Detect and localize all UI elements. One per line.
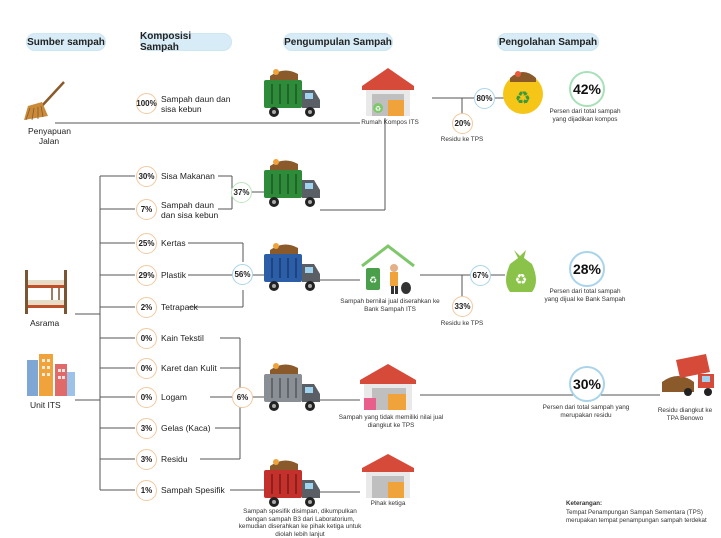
composition-pct: 25% — [136, 233, 157, 254]
header-source: Sumber sampah — [26, 33, 106, 51]
bunk-bed-icon — [25, 270, 67, 314]
result-compost-desc: Persen dari total sampah yang dijadikan … — [549, 108, 621, 123]
header-collection: Pengumpulan Sampah — [283, 33, 393, 51]
split-compost-main: 80% — [474, 88, 495, 109]
composition-label: Logam — [161, 392, 187, 402]
tpa-label: Residu diangkut ke TPA Benowo — [657, 407, 713, 422]
truck-blue-icon — [264, 243, 320, 291]
composition-pct: 30% — [136, 166, 157, 187]
truck-green-icon — [264, 159, 320, 207]
group-recyclable-pct: 56% — [232, 264, 253, 285]
composition-pct: 7% — [136, 199, 157, 220]
bank-residu-label: Residu ke TPS — [440, 320, 484, 327]
composition-label: Sampah Spesifik — [161, 485, 225, 495]
result-compost-pct: 42% — [569, 71, 605, 107]
composition-label: Kain Tekstil — [161, 333, 204, 343]
truck-red-icon — [264, 459, 320, 507]
composition-label: Kertas — [161, 238, 186, 248]
split-compost-residu: 20% — [452, 113, 473, 134]
composition-label: Sampah daun dan sisa kebun — [161, 200, 219, 220]
compost-bin-icon: ♻ — [503, 71, 543, 114]
truck-green-icon — [264, 69, 320, 117]
truck-gray-icon — [264, 363, 320, 411]
composition-label: Karet dan Kulit — [161, 363, 217, 373]
specific-note: Sampah spesifik disimpan, dikumpulkan de… — [238, 508, 362, 538]
group-other-pct: 6% — [232, 387, 253, 408]
composition-label: Tetrapack — [161, 302, 198, 312]
svg-text:♻: ♻ — [515, 88, 531, 109]
source-street-label: Penyapuan Jalan — [28, 126, 72, 146]
composition-pct: 29% — [136, 265, 157, 286]
dump-truck-icon — [662, 354, 714, 396]
group-organic-pct: 37% — [231, 182, 252, 203]
composition-label: Sampah daun dan sisa kebun — [161, 94, 231, 114]
composition-pct: 1% — [136, 480, 157, 501]
bank-sampah-icon: ♻ — [361, 244, 415, 294]
composition-label: Gelas (Kaca) — [161, 423, 211, 433]
compost-residu-label: Residu ke TPS — [440, 136, 484, 143]
result-residu-pct: 30% — [569, 366, 605, 402]
header-processing: Pengolahan Sampah — [497, 33, 599, 51]
result-sold-pct: 28% — [569, 251, 605, 287]
legend-title: Keterangan: — [566, 500, 603, 507]
composition-pct: 2% — [136, 297, 157, 318]
tps-house-icon — [360, 364, 416, 410]
composition-label: Residu — [161, 454, 188, 464]
facility-third-party-label: Pihak ketiga — [370, 500, 406, 507]
result-sold-desc: Persen dari total sampah yang dijual ke … — [544, 288, 626, 303]
composition-pct: 0% — [136, 328, 157, 349]
svg-text:♻: ♻ — [515, 272, 528, 288]
composition-label: Plastik — [161, 270, 187, 280]
composition-pct: 3% — [136, 418, 157, 439]
compost-house-icon: ♻ — [362, 68, 414, 116]
composition-pct: 0% — [136, 358, 157, 379]
svg-text:♻: ♻ — [369, 276, 377, 286]
composition-pct: 0% — [136, 387, 157, 408]
source-dorm-label: Asrama — [30, 318, 60, 328]
facility-compost-label: Rumah Kompos ITS — [361, 119, 419, 126]
recycle-bag-icon: ♻ — [506, 250, 536, 292]
svg-text:♻: ♻ — [375, 105, 381, 113]
facility-bank-label: Sampah bernilai jual diserahkan ke Bank … — [340, 298, 440, 313]
composition-pct: 3% — [136, 449, 157, 470]
header-composition: Komposisi Sampah — [140, 31, 232, 53]
result-residu-desc: Persen dari total sampah yang merupakan … — [542, 404, 630, 419]
composition-pct: 100% — [136, 93, 157, 114]
third-party-house-icon — [362, 454, 414, 498]
split-bank-main: 67% — [470, 265, 491, 286]
facility-tps-label: Sampah yang tidak memiliki nilai jual di… — [338, 414, 444, 429]
buildings-icon — [27, 354, 75, 396]
split-bank-residu: 33% — [452, 296, 473, 317]
broom-icon — [24, 81, 65, 121]
source-unit-label: Unit ITS — [30, 400, 61, 410]
legend-text: Tempat Penampungan Sampah Sementara (TPS… — [566, 509, 707, 524]
composition-label: Sisa Makanan — [161, 171, 215, 181]
